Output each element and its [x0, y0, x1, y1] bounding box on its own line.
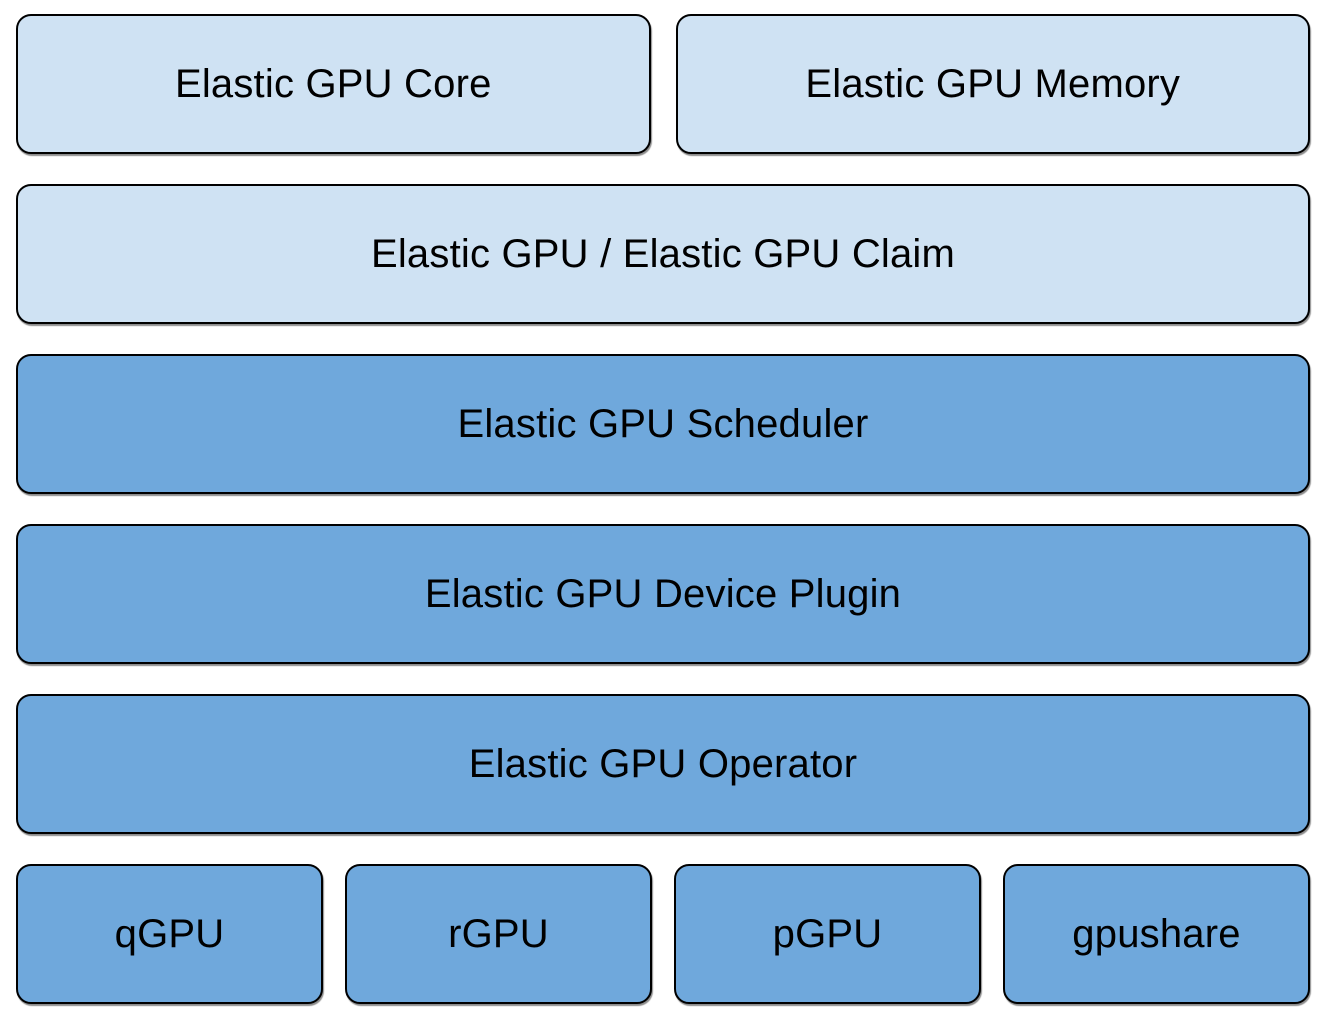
backend-rgpu: rGPU: [345, 864, 652, 1004]
layer-elastic-gpu-memory: Elastic GPU Memory: [675, 14, 1310, 154]
layer-row-backends: qGPU rGPU pGPU gpushare: [16, 864, 1310, 1004]
layer-row-operator: Elastic GPU Operator: [16, 694, 1310, 834]
layer-row-scheduler: Elastic GPU Scheduler: [16, 354, 1310, 494]
layer-elastic-gpu-claim: Elastic GPU / Elastic GPU Claim: [16, 184, 1310, 324]
layer-row-crd-components: Elastic GPU Core Elastic GPU Memory: [16, 14, 1310, 154]
layer-elastic-gpu-operator: Elastic GPU Operator: [16, 694, 1310, 834]
backend-qgpu: qGPU: [16, 864, 323, 1004]
backend-pgpu: pGPU: [674, 864, 981, 1004]
backend-gpushare: gpushare: [1003, 864, 1310, 1004]
layer-row-claim: Elastic GPU / Elastic GPU Claim: [16, 184, 1310, 324]
layer-elastic-gpu-scheduler: Elastic GPU Scheduler: [16, 354, 1310, 494]
layer-row-device-plugin: Elastic GPU Device Plugin: [16, 524, 1310, 664]
layer-elastic-gpu-core: Elastic GPU Core: [16, 14, 651, 154]
layer-elastic-gpu-device-plugin: Elastic GPU Device Plugin: [16, 524, 1310, 664]
